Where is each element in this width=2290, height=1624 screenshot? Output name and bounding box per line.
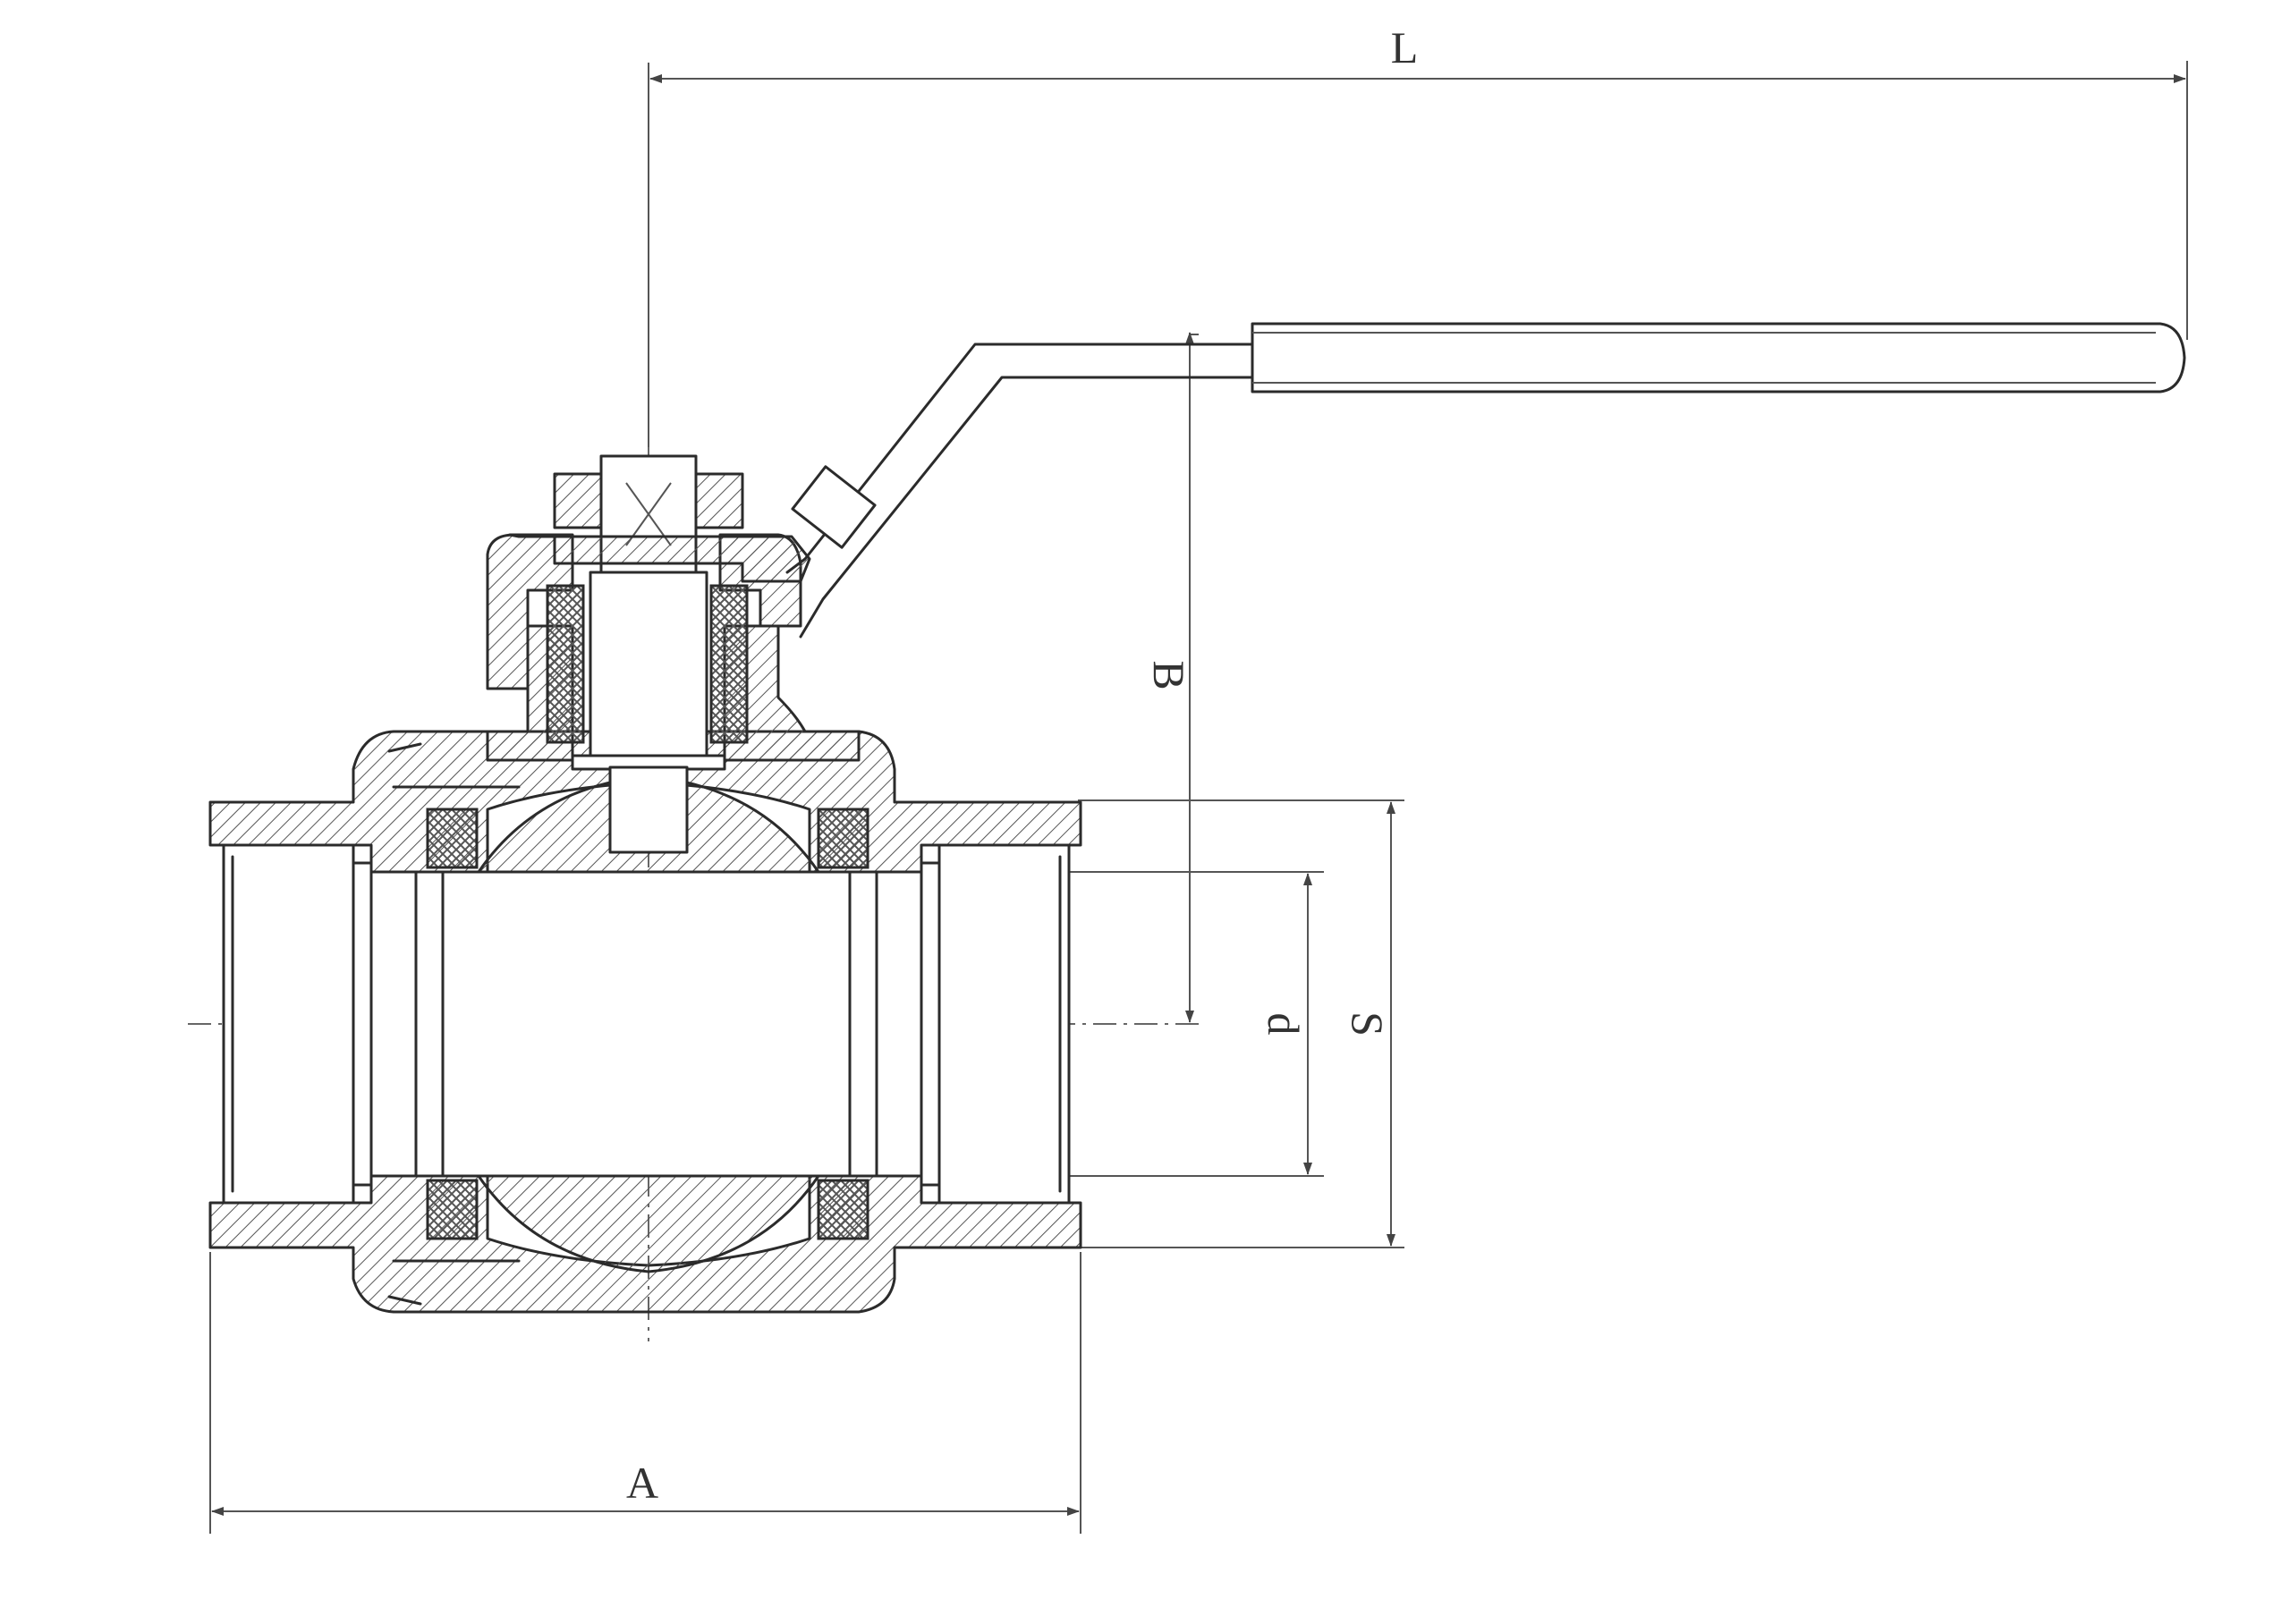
handle-sleeve-joint — [791, 465, 877, 549]
ball-bottom — [477, 1174, 820, 1273]
stem-assembly — [486, 454, 861, 854]
stem — [589, 571, 708, 762]
seat-lower-right — [817, 1179, 869, 1240]
gland-packing-left — [546, 584, 585, 744]
handle-base — [508, 533, 811, 583]
dimension-b: B — [1144, 332, 1199, 1023]
handle-lever — [785, 322, 2186, 639]
stem-nut-right — [694, 472, 744, 529]
dimension-l-label: L — [1391, 22, 1419, 72]
seat-upper-left — [426, 808, 479, 869]
gland-packing-right — [709, 584, 749, 744]
seat-upper-right — [817, 808, 869, 869]
handle-grip — [1251, 322, 2186, 393]
dimension-l: L — [648, 22, 2188, 447]
stem-tang — [608, 765, 689, 854]
dimension-s-label: S — [1343, 1011, 1393, 1036]
dimension-b-label: B — [1144, 660, 1194, 689]
dimension-d-label: d — [1259, 1013, 1309, 1036]
dimension-s: S — [1078, 799, 1404, 1248]
dimension-a-label: A — [626, 1458, 658, 1508]
stem-nut-left — [553, 472, 603, 529]
dimension-a: A — [209, 1252, 1081, 1534]
seat-lower-left — [426, 1179, 479, 1240]
valve-body — [208, 730, 1082, 1314]
